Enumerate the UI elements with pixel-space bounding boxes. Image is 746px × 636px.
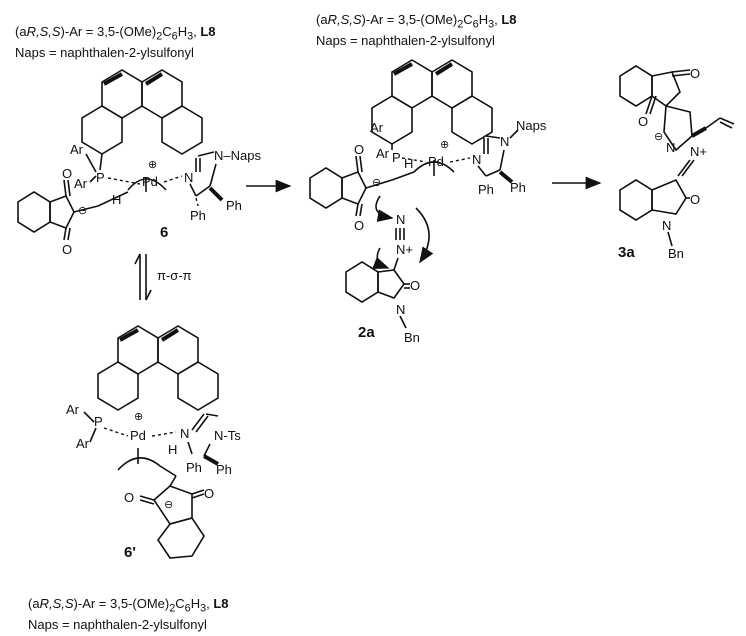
svg-text:N: N (662, 218, 671, 233)
svg-text:Naps: Naps (516, 118, 547, 133)
svg-text:O: O (410, 278, 420, 293)
legend-line2: Naps = naphthalen-2-ylsulfonyl (28, 616, 207, 632)
svg-text:Bn: Bn (668, 246, 684, 261)
svg-text:N–Naps: N–Naps (214, 148, 261, 163)
svg-text:H: H (112, 192, 121, 207)
svg-text:Ar: Ar (76, 436, 90, 451)
svg-text:Ar: Ar (70, 142, 84, 157)
svg-text:O: O (204, 486, 214, 501)
equilibrium-label: π-σ-π (157, 268, 192, 283)
compound-label-3a: 3a (618, 244, 635, 261)
svg-text:Pd: Pd (130, 428, 146, 443)
svg-text:O: O (62, 166, 72, 181)
svg-text:H: H (404, 156, 413, 171)
svg-text:⊕: ⊕ (440, 139, 449, 151)
equilibrium-arrows (134, 253, 152, 301)
svg-text:O: O (638, 114, 648, 129)
svg-text:Ar: Ar (376, 146, 390, 161)
svg-text:Bn: Bn (404, 330, 420, 345)
svg-text:O: O (354, 218, 364, 233)
compound-label-2a: 2a (358, 324, 375, 341)
legend-top-left: (aR,S,S)-Ar = 3,5-(OMe)2C6H3, L8 Naps = … (15, 24, 216, 60)
svg-text:N: N (184, 170, 193, 185)
svg-text:P: P (94, 414, 103, 429)
svg-text:N: N (396, 302, 405, 317)
svg-text:N: N (396, 212, 405, 227)
svg-text:⊖: ⊖ (372, 177, 381, 189)
legend-line1: (aR,S,S)-Ar = 3,5-(OMe)2C6H3, L8 (28, 596, 229, 615)
product-3a: O O N ⊖ N+ N O Bn (619, 65, 735, 261)
svg-text:O: O (690, 192, 700, 207)
svg-text:O: O (124, 490, 134, 505)
svg-text:N: N (500, 134, 509, 149)
svg-text:Ar: Ar (66, 402, 80, 417)
svg-text:⊖: ⊖ (654, 131, 663, 143)
legend-line1: (aR,S,S)-Ar = 3,5-(OMe)2C6H3, L8 (316, 12, 517, 31)
legend-bottom-left: (aR,S,S)-Ar = 3,5-(OMe)2C6H3, L8 Naps = … (28, 596, 229, 632)
complex-6: P Ar Ar Pd ⊕ N N–Naps Ph Ph H O (17, 69, 261, 257)
legend-line1: (aR,S,S)-Ar = 3,5-(OMe)2C6H3, L8 (15, 24, 216, 43)
svg-text:O: O (690, 66, 700, 81)
svg-text:Ph: Ph (226, 198, 242, 213)
svg-text:P: P (96, 170, 105, 185)
svg-text:Ar: Ar (370, 120, 384, 135)
svg-text:Ph: Ph (510, 180, 526, 195)
complex-with-2a: Ar Ar P Pd ⊕ N N Naps Ph Ph H O O ⊖ (309, 59, 547, 345)
svg-text:Ph: Ph (478, 182, 494, 197)
svg-text:N-Ts: N-Ts (214, 428, 241, 443)
compound-label-6prime: 6' (124, 544, 136, 561)
svg-text:Ph: Ph (190, 208, 206, 223)
legend-top-middle: (aR,S,S)-Ar = 3,5-(OMe)2C6H3, L8 Naps = … (316, 12, 517, 48)
svg-text:Ph: Ph (186, 460, 202, 475)
compound-label-6: 6 (160, 224, 169, 241)
legend-line2: Naps = naphthalen-2-ylsulfonyl (15, 44, 194, 60)
svg-text:N: N (180, 426, 189, 441)
svg-text:Ph: Ph (216, 462, 232, 477)
svg-text:N: N (472, 152, 481, 167)
svg-text:N: N (666, 140, 675, 155)
svg-text:⊕: ⊕ (148, 159, 157, 171)
svg-text:N+: N+ (396, 242, 413, 257)
svg-text:O: O (354, 142, 364, 157)
svg-text:P: P (392, 150, 401, 165)
svg-text:N+: N+ (690, 144, 707, 159)
svg-text:O: O (62, 242, 72, 257)
svg-text:⊖: ⊖ (78, 205, 87, 217)
svg-text:⊕: ⊕ (134, 411, 143, 423)
legend-line2: Naps = naphthalen-2-ylsulfonyl (316, 32, 495, 48)
svg-text:Ar: Ar (74, 176, 88, 191)
complex-6prime: Ar Ar P Pd ⊕ N N-Ts H Ph Ph ⊖ O O (66, 325, 241, 559)
svg-text:H: H (168, 442, 177, 457)
svg-text:⊖: ⊖ (164, 499, 173, 511)
